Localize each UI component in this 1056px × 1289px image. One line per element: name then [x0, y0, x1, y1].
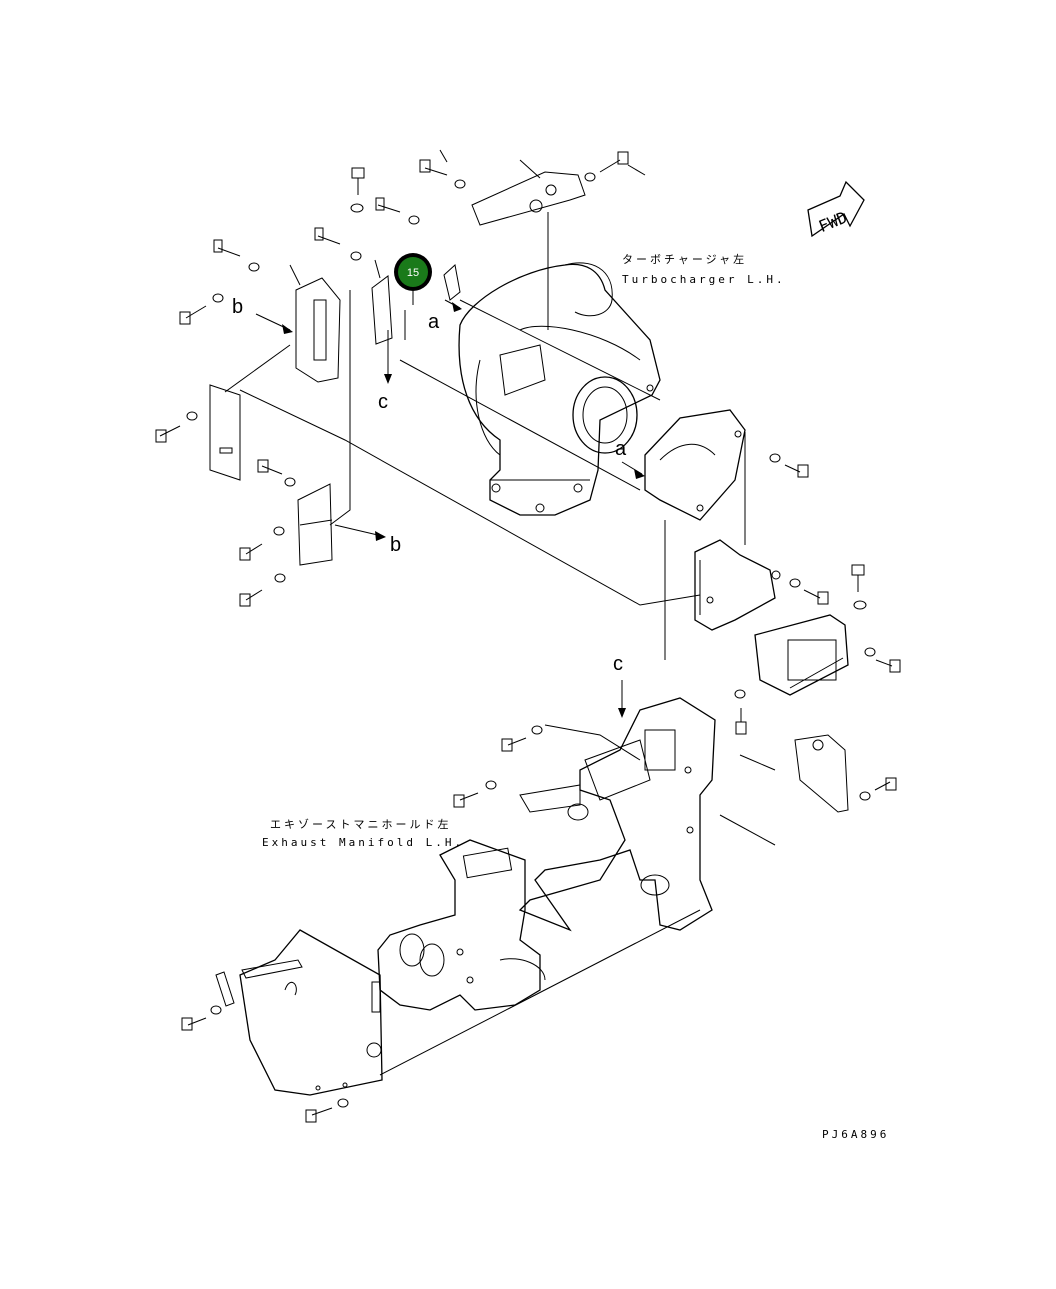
bolt-icon — [784, 464, 809, 478]
washer-icon — [454, 179, 466, 189]
arrow-b-right: b — [334, 524, 401, 556]
washer-icon — [531, 725, 543, 735]
turbo-label-en: Turbocharger L.H. — [622, 273, 786, 286]
arrow-c-top: c — [378, 330, 392, 413]
washer-icon — [584, 172, 596, 182]
left-bracket — [289, 259, 393, 383]
washer-icon — [853, 600, 867, 610]
bolt-icon — [419, 149, 448, 176]
bolt-icon — [314, 227, 341, 245]
right-cover-plate — [754, 614, 849, 696]
exhaust-manifold — [377, 839, 546, 1011]
turbocharger — [458, 262, 661, 516]
fwd-label: FWD — [816, 208, 850, 236]
bolt-icon — [874, 777, 897, 791]
bolt-icon — [735, 708, 747, 735]
arrow-c-bottom: c — [613, 653, 626, 718]
arrow-label-b: b — [390, 534, 401, 556]
washer-icon — [864, 647, 876, 657]
right-lower-bracket — [694, 539, 781, 631]
mid-bracket — [297, 483, 333, 566]
support-stand — [518, 697, 716, 932]
arrow-b-left: b — [232, 296, 293, 334]
callout-15[interactable]: 15 — [394, 253, 432, 291]
washer-icon — [337, 1098, 349, 1108]
washer-icon — [485, 780, 497, 790]
washer-icon — [350, 203, 364, 213]
washer-icon — [284, 477, 296, 487]
fwd-arrow-icon: FWD — [807, 180, 865, 238]
exhaust-label-jp: エキゾーストマニホールド左 — [270, 818, 451, 831]
arrow-a-top: a — [428, 299, 462, 333]
bolt-icon — [155, 425, 181, 443]
arrow-label-c: c — [378, 391, 388, 413]
washer-icon — [212, 293, 224, 303]
arrow-label-b: b — [232, 296, 243, 318]
bolt-icon — [239, 543, 263, 561]
bolt-icon — [179, 305, 207, 325]
exhaust-label-en: Exhaust Manifold L.H. — [262, 836, 464, 849]
bolt-icon — [501, 737, 527, 752]
callout-15-fill — [398, 257, 428, 287]
drawing-code: PJ6A896 — [822, 1128, 889, 1141]
washer-icon — [408, 215, 420, 225]
bolt-icon — [257, 459, 283, 475]
right-small-bracket — [719, 734, 849, 846]
arrow-label-a: a — [428, 311, 440, 333]
washer-icon — [859, 791, 871, 801]
bolt-icon — [453, 792, 479, 808]
bolt-icon — [305, 1107, 333, 1123]
bolt-icon — [851, 564, 865, 592]
bolt-icon — [875, 659, 901, 673]
arrow-label-c: c — [613, 653, 623, 675]
arrow-label-a: a — [615, 438, 627, 460]
bolt-icon — [181, 1017, 207, 1031]
bolt-icon — [599, 151, 646, 176]
washer-icon — [734, 689, 746, 699]
turbo-label-jp: ターボチャージャ左 — [622, 253, 747, 266]
bolt-icon — [239, 589, 263, 607]
bolt-icon — [213, 239, 241, 257]
washer-icon — [248, 262, 260, 272]
top-bracket — [471, 159, 586, 330]
arrow-a-bottom: a — [615, 438, 645, 479]
washer-icon — [769, 453, 781, 463]
left-plate — [209, 344, 291, 481]
exhaust-heat-shield — [239, 929, 383, 1096]
washer-icon — [350, 251, 362, 261]
heat-shield-right — [644, 409, 746, 545]
washer-icon — [274, 573, 286, 583]
bolt-icon — [375, 197, 401, 213]
bolt-icon — [351, 167, 365, 195]
callout-15-number: 15 — [407, 267, 419, 279]
washer-icon — [789, 578, 801, 588]
washer-icon — [210, 1005, 222, 1015]
washer-icon — [186, 411, 198, 421]
bolt-icon — [803, 589, 829, 605]
small-strap — [215, 959, 303, 1007]
washer-icon — [273, 526, 285, 536]
